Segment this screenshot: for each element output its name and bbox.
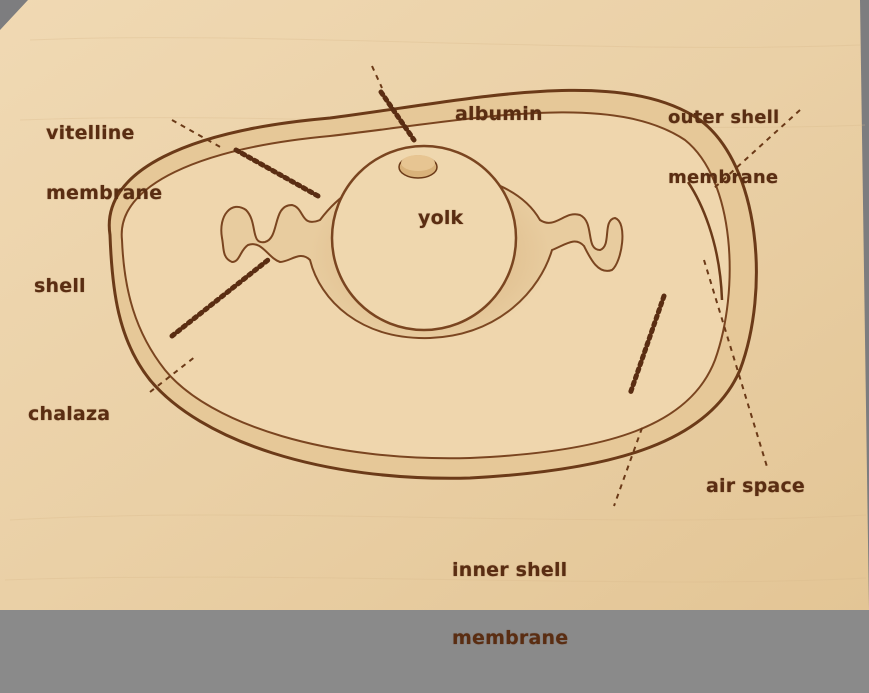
chalaza-mark-lower-left [169,257,271,339]
label-shell: shell [34,275,86,297]
albumin-mark [378,89,417,143]
air-space-outline [686,181,724,301]
egg-diagram-board: vitelline membrane albumin outer shell m… [0,0,869,649]
label-outer-line1: outer shell [668,107,780,128]
label-inner-shell-membrane: inner shell membrane [452,516,568,692]
label-albumin: albumin [455,103,543,125]
label-air-space: air space [706,475,805,497]
albumin-mark-right [627,293,667,397]
egg-diagram-art [0,0,869,610]
label-inner-line2: membrane [452,627,569,649]
yolk-piece [330,144,518,332]
label-chalaza: chalaza [28,403,111,425]
label-yolk: yolk [418,207,464,229]
label-vitelline-line2: membrane [46,182,163,204]
label-vitelline-line1: vitelline [46,122,135,144]
label-outer-line2: membrane [668,167,779,188]
chalaza-mark-upper-left [233,147,321,199]
label-outer-shell-membrane: outer shell membrane [668,68,779,228]
label-inner-line1: inner shell [452,559,568,581]
label-vitelline-membrane: vitelline membrane [46,83,162,243]
